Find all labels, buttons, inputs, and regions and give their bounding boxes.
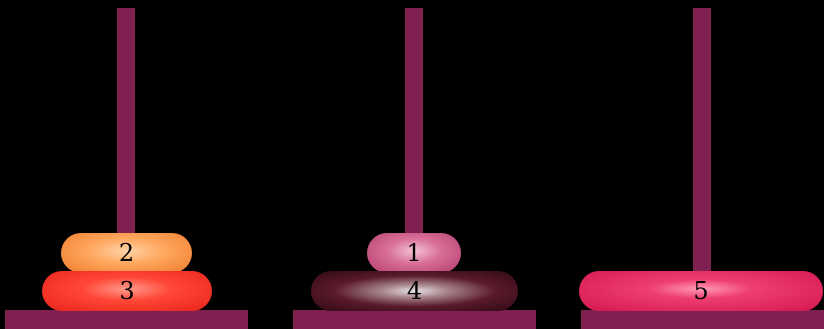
peg-3-rod[interactable]	[693, 8, 711, 311]
disk-5-label: 5	[693, 279, 708, 303]
peg-3-base[interactable]	[581, 310, 824, 329]
disk-5[interactable]: 5	[579, 271, 823, 311]
